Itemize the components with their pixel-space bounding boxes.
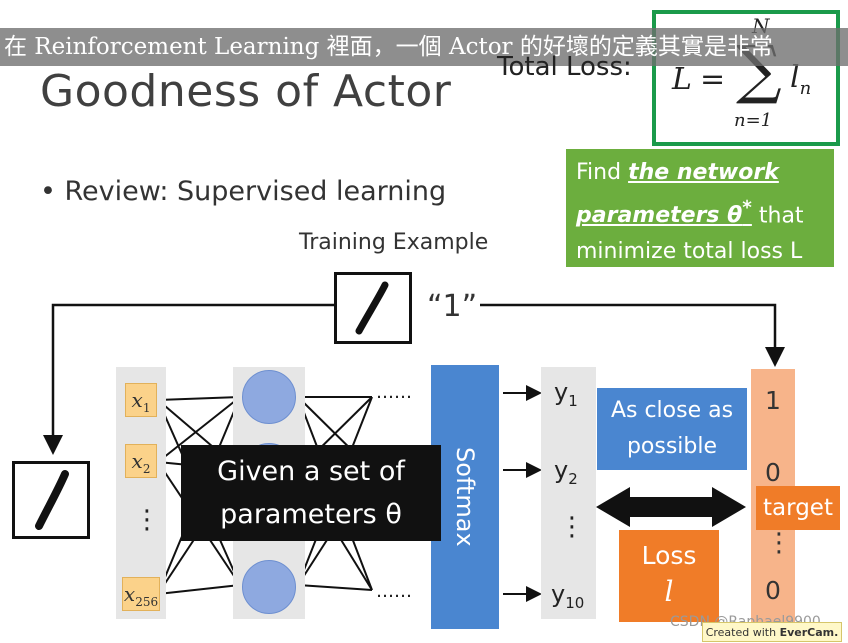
input-x1-subscript: 1 (142, 401, 151, 415)
output-y10: y10 (551, 580, 584, 612)
close-line-1: As close as (610, 398, 734, 423)
target-value-3: 0 (765, 576, 781, 605)
feedback-line-left (43, 303, 334, 455)
output-ellipsis: ⋮ (559, 512, 585, 542)
output-y2-subscript: 2 (568, 469, 578, 488)
output-y10-subscript: 10 (565, 593, 585, 612)
video-subtitle: 在 Reinforcement Learning 裡面，一個 Actor 的好壞… (0, 28, 848, 66)
evercam-brand: EverCam. (779, 626, 839, 639)
given-line-1: Given a set of (217, 456, 405, 487)
output-y1: y1 (554, 378, 578, 410)
formula-term: ln (790, 60, 811, 99)
find-emph-2: parameters θ* (576, 198, 752, 229)
input-x256-symbol: x (123, 582, 136, 606)
hidden-neuron (242, 560, 296, 614)
target-ellipsis: ⋮ (766, 528, 792, 558)
target-value-1: 1 (765, 386, 781, 415)
loss-box: Loss l (619, 530, 719, 622)
input-ellipsis: ⋮ (134, 505, 160, 535)
find-emph-2-text: parameters θ (576, 203, 743, 229)
input-x2: x2 (125, 444, 157, 478)
label-line-right (480, 303, 785, 367)
output-y1-subscript: 1 (568, 391, 578, 410)
input-x1: x1 (125, 383, 157, 417)
input-x2-symbol: x (131, 449, 143, 473)
formula-equals: = (700, 62, 726, 97)
training-digit-image (334, 272, 412, 344)
output-y2-symbol: y (554, 456, 569, 484)
digit-one-icon (355, 281, 389, 335)
evercam-pre: Created with (705, 626, 780, 639)
find-pre: Find (576, 160, 629, 185)
find-post: that (751, 203, 804, 229)
find-star: * (742, 198, 752, 219)
layer-ellipsis-top: …… (376, 382, 412, 403)
find-line-1: Find the network (576, 155, 824, 191)
find-parameters-box: Find the network parameters θ* that mini… (566, 149, 834, 267)
target-value-2: 0 (765, 458, 781, 487)
output-y1-symbol: y (554, 378, 569, 406)
given-parameters-box: Given a set of parameters θ (181, 445, 441, 541)
total-loss-label: Total Loss: (497, 52, 632, 82)
label-one-quote: “1” (427, 289, 478, 324)
find-emph-1: the network (628, 160, 779, 185)
layer-ellipsis-bottom: …… (376, 581, 412, 602)
find-line-2: parameters θ* that (576, 191, 824, 234)
formula-lower-limit: n=1 (734, 110, 773, 131)
loss-line-1: Loss (641, 541, 697, 570)
output-layer (541, 367, 596, 619)
formula-term-subscript: n (799, 78, 812, 99)
formula-term-symbol: l (790, 60, 800, 95)
find-line-3: minimize total loss L (576, 239, 803, 265)
evercam-badge: Created with EverCam. (702, 622, 842, 642)
given-line-2: parameters θ (220, 499, 402, 530)
input-x2-subscript: 2 (142, 462, 151, 476)
bullet-review: • Review: Supervised learning (40, 176, 447, 207)
double-arrow (596, 487, 746, 527)
softmax-layer (431, 365, 499, 629)
input-x1-symbol: x (131, 388, 143, 412)
as-close-as-possible-box: As close as possible (597, 388, 747, 470)
formula-lhs: L (672, 62, 692, 97)
slide-title: Goodness of Actor (40, 66, 452, 117)
digit-one-icon (35, 470, 69, 530)
loss-line-2: l (664, 575, 674, 608)
target-tag: target (756, 486, 840, 530)
output-y2: y2 (554, 456, 578, 488)
output-y10-symbol: y (551, 580, 566, 608)
softmax-label: Softmax (451, 447, 479, 547)
input-x256-subscript: 256 (135, 595, 159, 609)
hidden-neuron (242, 370, 296, 424)
input-x256: x256 (122, 577, 160, 611)
training-example-label: Training Example (299, 230, 489, 255)
input-digit-image (12, 461, 90, 539)
close-line-2: possible (626, 434, 718, 459)
